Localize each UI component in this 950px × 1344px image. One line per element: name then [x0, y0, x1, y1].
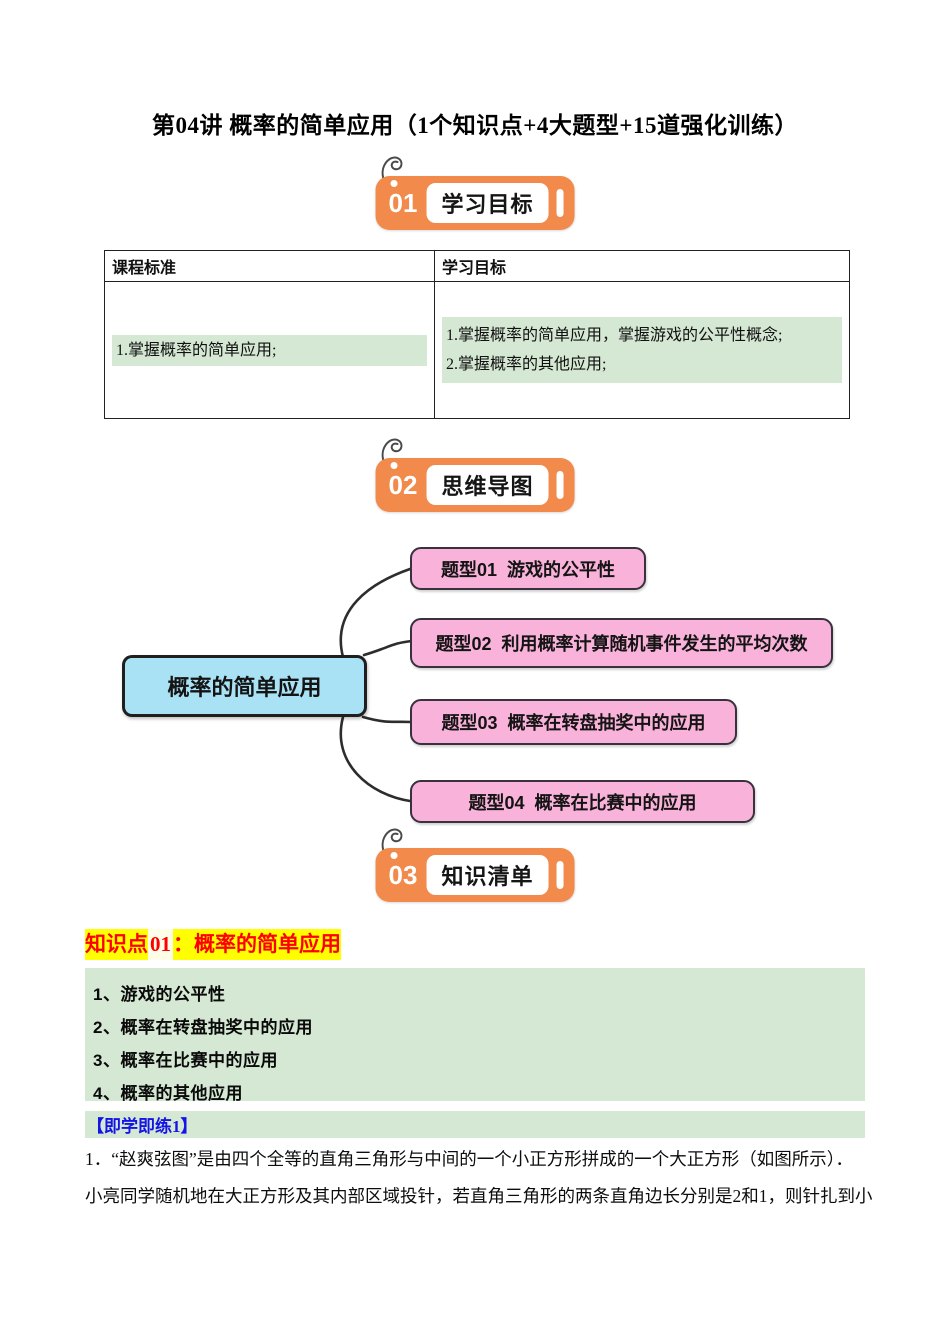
- badge-label: 思维导图: [426, 465, 549, 505]
- curl-decoration-icon: [381, 828, 403, 852]
- learning-goal-item: 1.掌握概率的简单应用，掌握游戏的公平性概念;: [446, 327, 783, 344]
- curl-decoration-icon: [381, 156, 403, 180]
- pin-dot-icon: [390, 462, 398, 469]
- mindmap-connector-lines: [339, 567, 414, 803]
- heading-suffix: ：概率的简单应用: [173, 929, 341, 960]
- knowledge-item: 3、概率在比赛中的应用: [93, 1051, 278, 1070]
- heading-number: 01: [148, 929, 173, 960]
- mindmap: 概率的简单应用 题型01 游戏的公平性 题型02 利用概率计算随机事件发生的平均…: [100, 535, 880, 840]
- badge-stub-decoration: [556, 861, 564, 889]
- section-badge-learning-goals: 01 学习目标: [375, 156, 575, 230]
- badge-body: 03 知识清单: [375, 848, 575, 902]
- badge-body: 01 学习目标: [375, 176, 575, 230]
- mindmap-branch-wheel-lottery: 题型03 概率在转盘抽奖中的应用: [410, 699, 737, 745]
- mindmap-branch-competition: 题型04 概率在比赛中的应用: [410, 780, 755, 823]
- badge-body: 02 思维导图: [375, 458, 575, 512]
- section-badge-mindmap: 02 思维导图: [375, 438, 575, 512]
- badge-stub-decoration: [556, 189, 564, 217]
- objectives-table: 课程标准 学习目标 1.掌握概率的简单应用; 1.掌握概率的简单应用，掌握游戏的…: [104, 250, 850, 419]
- cell-learning-goal: 1.掌握概率的简单应用，掌握游戏的公平性概念; 2.掌握概率的其他应用;: [434, 281, 850, 419]
- pin-dot-icon: [390, 180, 398, 187]
- practice-label: 【即学即练1】: [87, 1117, 198, 1136]
- knowledge-item: 4、概率的其他应用: [93, 1084, 243, 1103]
- learning-goal-item: 2.掌握概率的其他应用;: [446, 356, 607, 373]
- mindmap-branch-game-fairness: 题型01 游戏的公平性: [410, 547, 646, 590]
- heading-prefix: 知识点: [85, 929, 148, 960]
- table-body-row: 1.掌握概率的简单应用; 1.掌握概率的简单应用，掌握游戏的公平性概念; 2.掌…: [104, 281, 850, 419]
- badge-number: 02: [388, 469, 418, 500]
- table-header-row: 课程标准 学习目标: [104, 250, 850, 282]
- badge-label: 知识清单: [426, 855, 549, 895]
- page-title: 第04讲 概率的简单应用（1个知识点+4大题型+15道强化训练）: [152, 113, 798, 138]
- pin-dot-icon: [390, 852, 398, 859]
- badge-number: 03: [388, 859, 418, 890]
- practice-row: 【即学即练1】: [85, 1111, 865, 1138]
- knowledge-item: 1、游戏的公平性: [93, 985, 226, 1004]
- curl-decoration-icon: [381, 438, 403, 462]
- header-learning-goal: 学习目标: [434, 250, 850, 282]
- problem-text-line-1: 1．“赵爽弦图”是由四个全等的直角三角形与中间的一个小正方形拼成的一个大正方形（…: [85, 1149, 854, 1169]
- header-course-standard: 课程标准: [104, 250, 435, 282]
- knowledge-item: 2、概率在转盘抽奖中的应用: [93, 1018, 313, 1037]
- badge-stub-decoration: [556, 471, 564, 499]
- mindmap-branch-average-times: 题型02 利用概率计算随机事件发生的平均次数: [410, 618, 833, 668]
- badge-label: 学习目标: [426, 183, 549, 223]
- problem-text-line-2: 小亮同学随机地在大正方形及其内部区域投针，若直角三角形的两条直角边长分别是2和1…: [85, 1186, 873, 1206]
- knowledge-point-heading: 知识点01：概率的简单应用: [85, 928, 341, 960]
- learning-goal-list: 1.掌握概率的简单应用，掌握游戏的公平性概念; 2.掌握概率的其他应用;: [442, 317, 842, 383]
- knowledge-list-block: 1、游戏的公平性 2、概率在转盘抽奖中的应用 3、概率在比赛中的应用 4、概率的…: [85, 968, 865, 1103]
- mindmap-center-node: 概率的简单应用: [122, 655, 367, 717]
- cell-course-standard: 1.掌握概率的简单应用;: [104, 281, 435, 419]
- course-standard-item: 1.掌握概率的简单应用;: [112, 334, 427, 366]
- section-badge-knowledge-list: 03 知识清单: [375, 828, 575, 902]
- badge-number: 01: [388, 187, 418, 218]
